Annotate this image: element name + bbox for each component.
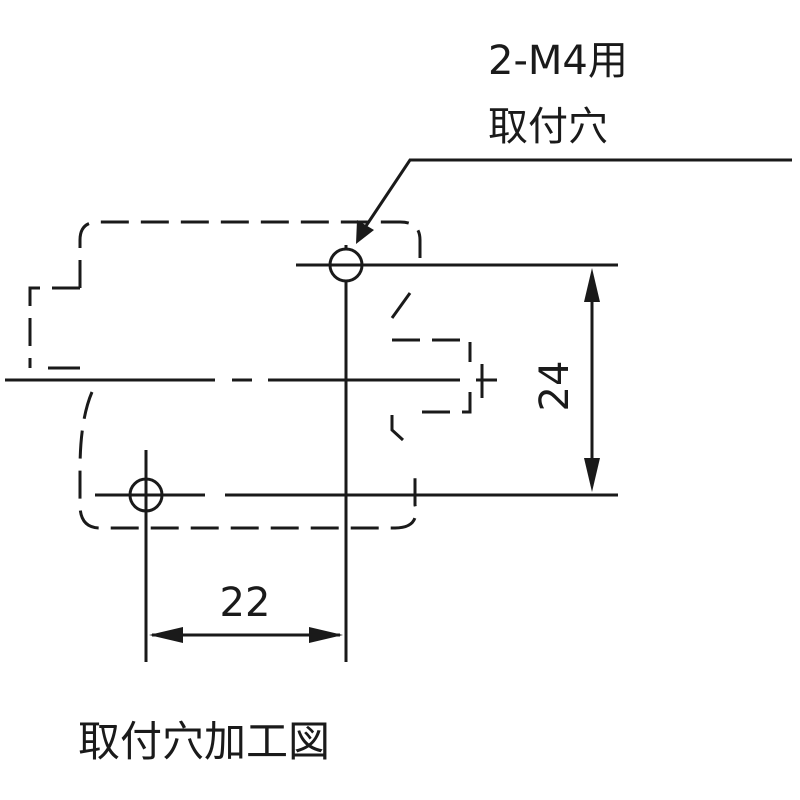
callout-leader-line <box>364 158 792 227</box>
vertical-dimension-label: 24 <box>532 361 578 412</box>
vertical-dim-arrow-bottom <box>584 458 600 492</box>
drawing-caption: 取付穴加工図 <box>78 717 330 766</box>
callout-arrowhead <box>356 220 374 244</box>
callout-line-1: 2-M4用 <box>488 38 628 84</box>
horizontal-dim-arrow-right <box>309 627 343 643</box>
callout-line-2: 取付穴 <box>488 104 608 150</box>
component-outline <box>28 220 472 530</box>
vertical-dim-arrow-top <box>584 268 600 302</box>
horizontal-dim-arrow-left <box>149 627 183 643</box>
horizontal-dimension-label: 22 <box>220 580 271 626</box>
